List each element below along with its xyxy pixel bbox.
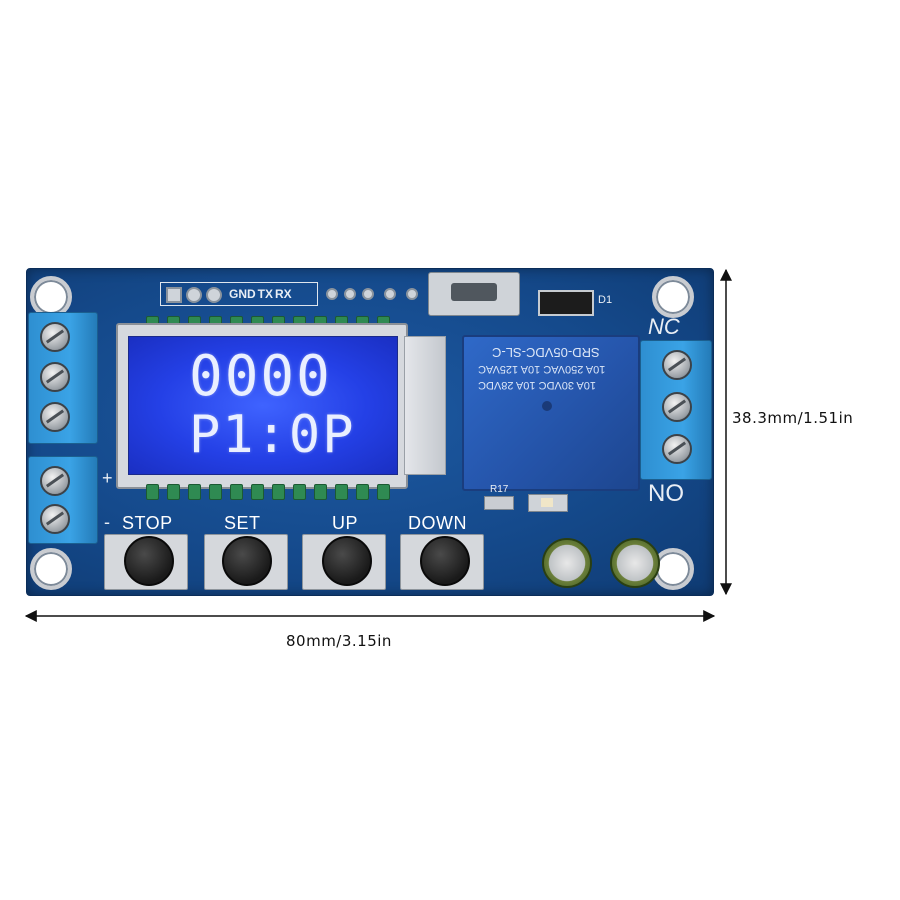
height-dimension-label: 38.3mm/1.51in [732, 409, 854, 427]
screw-icon[interactable] [662, 392, 692, 422]
pad [362, 288, 374, 300]
pin-label-tx: TX [257, 287, 274, 301]
led [528, 494, 568, 512]
pin-label-gnd: GND [229, 287, 256, 301]
screw-icon[interactable] [40, 362, 70, 392]
minus-label: - [104, 512, 110, 532]
led-lens [541, 498, 553, 507]
screw-icon[interactable] [662, 434, 692, 464]
screw-icon[interactable] [40, 402, 70, 432]
pad [326, 288, 338, 300]
diode [538, 290, 594, 316]
pin-label-rx: RX [275, 287, 292, 301]
down-label: DOWN [408, 513, 467, 533]
mounting-hole-bottom-left [30, 548, 72, 590]
header-pin-3 [206, 287, 222, 303]
mounting-hole-top-right [652, 276, 694, 318]
pad [406, 288, 418, 300]
micro-usb-port[interactable] [428, 272, 520, 316]
lcd-line-1: 0000 [189, 344, 332, 409]
resistor-label: R17 [490, 484, 509, 495]
set-label: SET [224, 513, 261, 533]
set-button[interactable] [222, 536, 272, 586]
stop-button[interactable] [124, 536, 174, 586]
nc-label: NC [648, 314, 680, 339]
usb-socket-icon [451, 283, 497, 301]
lcd-screen: 0000 P1:0P [128, 336, 398, 475]
lcd-line-2: P1:0P [189, 405, 356, 465]
screw-icon[interactable] [40, 504, 70, 534]
serial-header [160, 282, 318, 306]
stop-label: STOP [122, 513, 173, 533]
lcd-backlight-edge [404, 336, 446, 475]
up-button[interactable] [322, 536, 372, 586]
mounting-hole-top-left [30, 276, 72, 318]
no-label: NO [648, 480, 684, 507]
capacitor-1 [542, 538, 592, 588]
header-pin-labels: GND TX RX [229, 287, 292, 301]
pad [384, 288, 396, 300]
screw-icon[interactable] [662, 350, 692, 380]
screw-icon[interactable] [40, 466, 70, 496]
resistor [484, 496, 514, 510]
down-button[interactable] [420, 536, 470, 586]
header-pin-1 [166, 287, 182, 303]
capacitor-2 [610, 538, 660, 588]
relay: SRD-05VDC-SL-C 10A 250VAC 10A 125VAC 10A… [462, 335, 640, 491]
lcd-pins-bottom [146, 484, 390, 500]
plus-label: + [102, 468, 113, 488]
width-dimension-label: 80mm/3.15in [286, 632, 392, 650]
header-pin-2 [186, 287, 202, 303]
diode-label: D1 [598, 294, 613, 306]
relay-dot [542, 401, 552, 411]
pad [344, 288, 356, 300]
up-label: UP [332, 513, 359, 533]
screw-icon[interactable] [40, 322, 70, 352]
